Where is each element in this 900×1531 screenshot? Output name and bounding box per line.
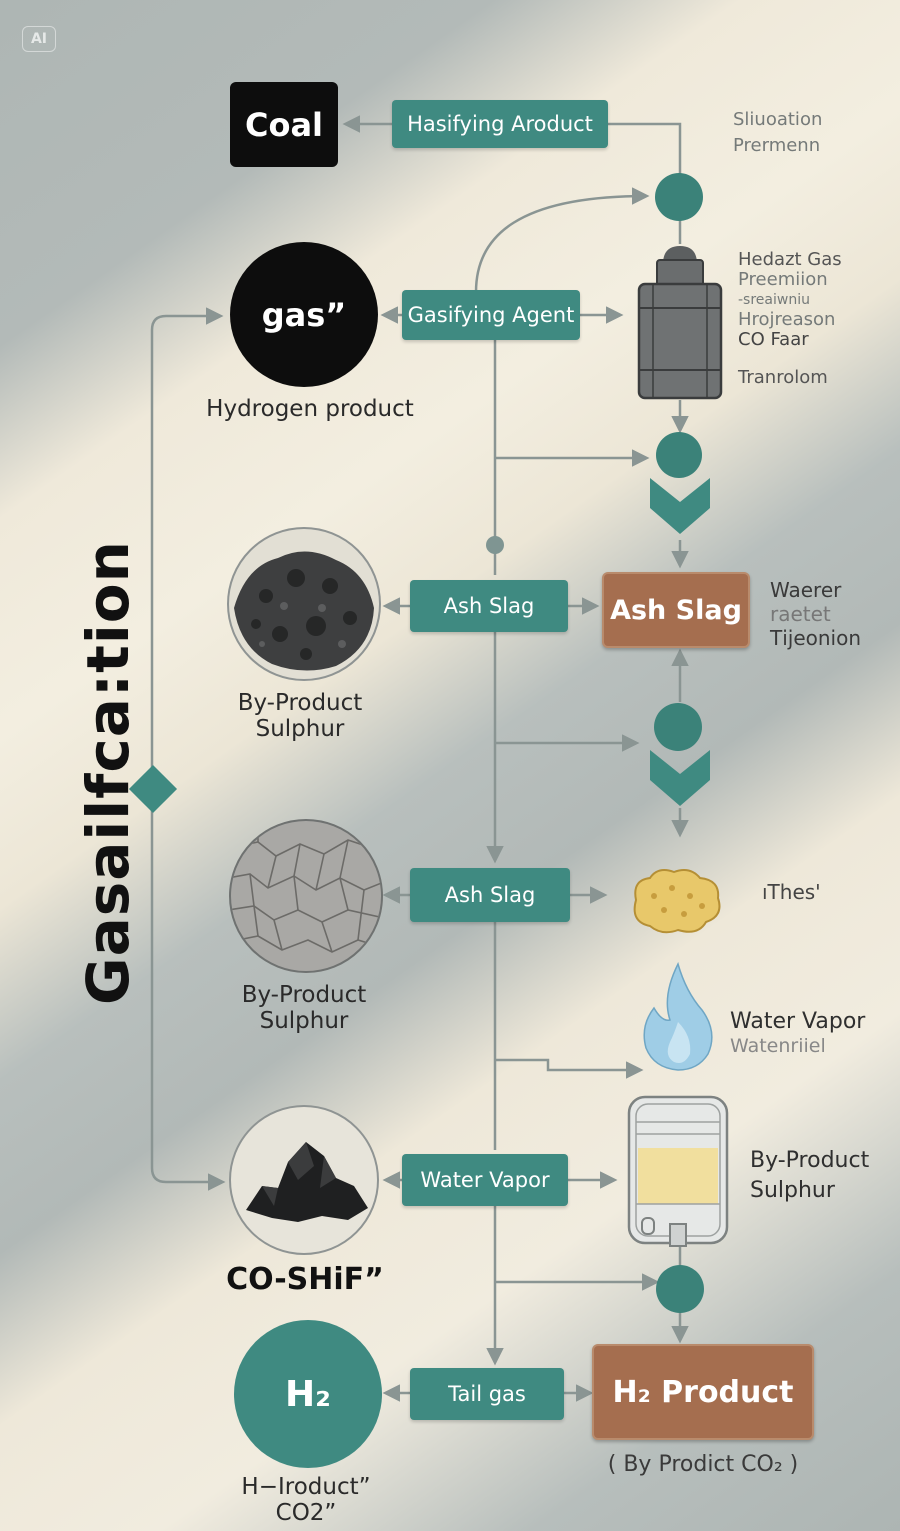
water-vapor-box: Water Vapor <box>402 1154 568 1206</box>
h2-caption-line1: H−Iroduct” <box>241 1474 371 1500</box>
h2-circle: H₂ <box>234 1320 382 1468</box>
gasifying-agent-box: Gasifying Agent <box>402 290 580 340</box>
h2-caption-line2: CO2” <box>275 1500 337 1526</box>
flame-icon <box>643 962 713 1071</box>
water-label-2: raetet <box>770 602 831 626</box>
page-title: Gasailfca:tion <box>74 540 142 1005</box>
reactor-icon <box>637 246 723 400</box>
top-label-2: Prermenn <box>733 135 821 156</box>
reactor-label-1: Hedazt Gas <box>738 249 842 270</box>
stone-texture-icon <box>229 819 383 973</box>
top-right-label: Sliuoation Prermenn <box>733 110 822 156</box>
sulphur-blob-icon <box>633 869 721 934</box>
ash-slag-box-1: Ash Slag <box>410 580 568 632</box>
byproduct-1-line2: Sulphur <box>255 716 345 742</box>
tank-labels: By-Product Sulphur <box>750 1146 869 1206</box>
byproduct-1-line1: By-Product <box>237 690 363 716</box>
byproduct-2-line1: By-Product <box>241 982 367 1008</box>
tank-icon <box>627 1095 729 1247</box>
h2-caption: H−Iroduct” CO2” <box>196 1474 416 1526</box>
trunk-node-icon <box>486 536 504 554</box>
thes-label: ıThes' <box>762 880 821 904</box>
byproduct-2-caption: By-Product Sulphur <box>204 982 404 1034</box>
bottom-node-icon <box>656 1265 704 1313</box>
reactor-label-3: -sreaiwniu <box>738 292 810 308</box>
water-label-3: Tĳeonion <box>770 626 862 650</box>
byproduct-1-caption: By-Product Sulphur <box>200 690 400 742</box>
mid-node-icon-1 <box>656 432 702 478</box>
h2-product-box: H₂ Product <box>592 1344 814 1440</box>
tank-label-1: By-Product <box>750 1148 870 1173</box>
gas-caption: Hydrogen product <box>206 396 414 422</box>
vapor-label-2: Watenriiel <box>730 1035 826 1057</box>
chevron-down-icon <box>650 478 710 534</box>
mid-node-icon-2 <box>654 703 702 751</box>
ai-badge: AI <box>22 26 56 52</box>
coal-box: Coal <box>230 82 338 167</box>
hasifying-product-box: Hasifying Aroduct <box>392 100 608 148</box>
coal-heap-icon <box>229 1105 379 1255</box>
reactor-label-5: CO Faar <box>738 329 809 350</box>
h2-circle-label: H₂ <box>285 1373 331 1415</box>
chevron-down-icon-2 <box>650 750 710 806</box>
top-label-1: Sliuoation <box>733 109 823 130</box>
rock-pile-icon <box>227 527 381 681</box>
reactor-label-4: Hrojreason <box>738 309 836 330</box>
reactor-labels: Hedazt Gas Preemiion -sreaiwniu Hrojreas… <box>738 250 842 388</box>
ash-slag-box-2: Ash Slag <box>410 868 570 922</box>
water-labels: Waerer raetet Tĳeonion <box>770 578 861 650</box>
gas-circle-label: gas” <box>261 295 347 334</box>
vapor-label-1: Water Vapor <box>730 1009 866 1034</box>
vapor-labels: Water Vapor Watenriiel <box>730 1010 865 1058</box>
tank-label-2: Sulphur <box>750 1178 835 1203</box>
ash-slag-brown-box: Ash Slag <box>602 572 750 648</box>
by-product-co2-caption: ( By Prodict CO₂ ) <box>607 1452 799 1477</box>
coshift-caption: CO-SHiF” <box>226 1262 384 1297</box>
gas-circle: gas” <box>230 242 378 387</box>
reactor-label-2: Preemiion <box>738 269 828 290</box>
byproduct-2-line2: Sulphur <box>259 1008 349 1034</box>
tail-gas-box: Tail gas <box>410 1368 564 1420</box>
top-node-icon <box>655 173 703 221</box>
reactor-label-6: Tranrolom <box>738 367 828 388</box>
water-label-1: Waerer <box>770 578 842 602</box>
